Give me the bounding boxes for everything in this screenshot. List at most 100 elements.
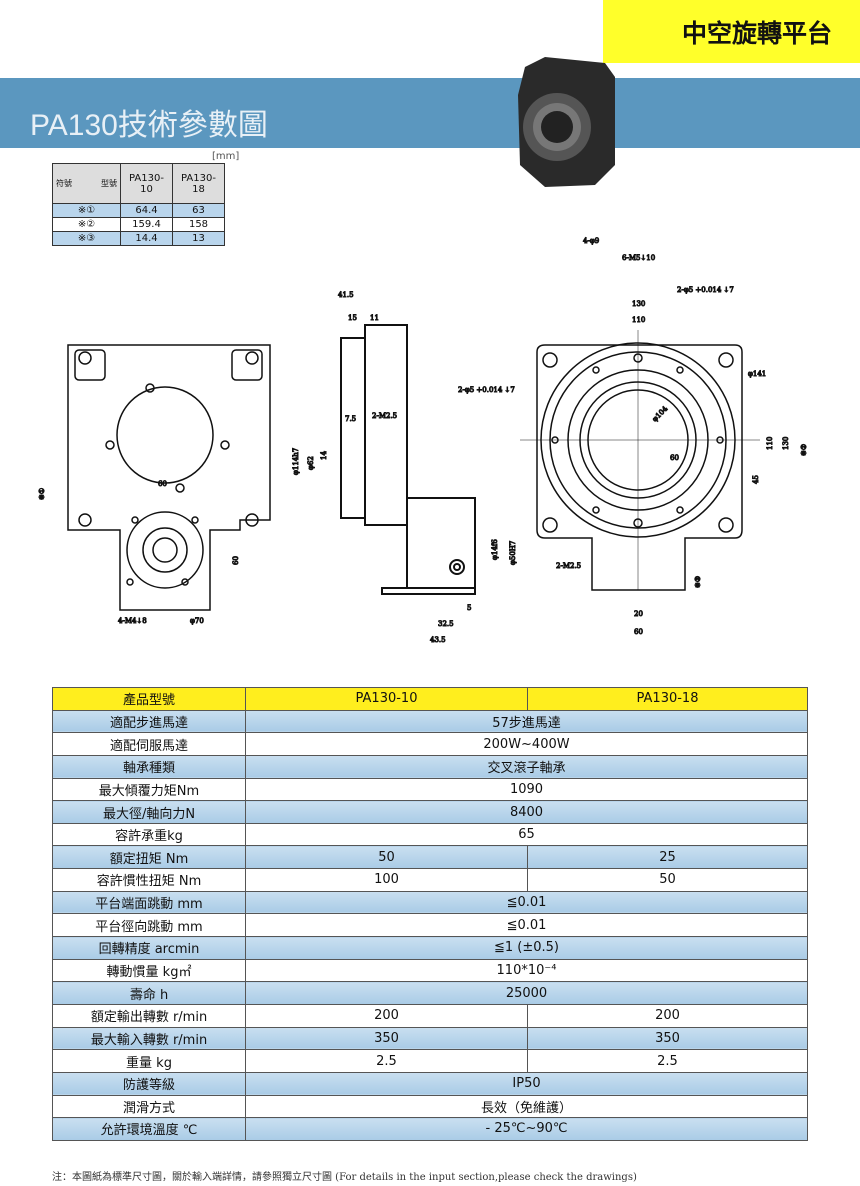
cell: ※① — [52, 203, 121, 218]
col-header: PA130-10 — [120, 163, 173, 204]
header-cell: PA130-10 — [245, 687, 528, 711]
dim-label: 130 — [782, 437, 790, 450]
spec-value: 350 — [245, 1026, 528, 1051]
cell: 13 — [172, 231, 225, 246]
technical-drawings: 60 ※① 60 4-M4↓8 φ70 41.5 15 11 2-M2.5 7.… — [38, 237, 809, 645]
spec-label: 容許慣性扭矩 Nm — [52, 868, 246, 892]
dim-label: φ141 — [748, 370, 766, 378]
spec-value: 200 — [527, 1003, 808, 1028]
dim-label: 15 — [348, 314, 357, 322]
page-title: PA130技術參數圖 — [30, 109, 268, 142]
spec-label: 重量 kg — [52, 1049, 246, 1073]
category-banner: 中空旋轉平台 — [603, 0, 860, 63]
spec-label: 最大徑/軸向力N — [52, 800, 246, 824]
cell: 159.4 — [120, 217, 173, 232]
spec-row: 軸承種類交叉滾子軸承 — [52, 754, 808, 779]
dim-label: 6-M5↓10 — [622, 254, 655, 262]
spec-label: 轉動慣量 kg㎡ — [52, 958, 246, 983]
corner-right: 型號 — [101, 179, 117, 188]
spec-label: 適配步進馬達 — [52, 709, 246, 734]
unit-label: [mm] — [212, 151, 240, 162]
spec-value: 350 — [527, 1026, 808, 1051]
spec-value: ≦0.01 — [245, 913, 808, 938]
dim-label: 60 — [232, 556, 240, 565]
spec-label: 最大輸入轉數 r/min — [52, 1026, 246, 1051]
dim-label: 32.5 — [438, 620, 454, 628]
dim-label: 41.5 — [338, 291, 354, 299]
dim-label: 43.5 — [430, 636, 446, 644]
spec-row: 平台徑向跳動 mm≦0.01 — [52, 913, 808, 938]
dim-label: 60 — [158, 480, 167, 488]
corner-left: 符號 — [56, 179, 72, 188]
spec-row: 潤滑方式長效（免維護） — [52, 1094, 808, 1119]
dim-label: ※② — [800, 444, 808, 456]
spec-label: 平台端面跳動 mm — [52, 890, 246, 915]
dim-label: φ70 — [190, 617, 204, 625]
spec-value: 200W~400W — [245, 732, 808, 756]
spec-label: 壽命 h — [52, 981, 246, 1005]
product-photo — [518, 57, 615, 187]
spec-value: 1090 — [245, 777, 808, 802]
spec-label: 潤滑方式 — [52, 1094, 246, 1119]
dim-label: 11 — [370, 314, 379, 322]
dim-label: ※③ — [694, 576, 702, 588]
cell: 63 — [172, 203, 225, 218]
dim-label: 4-M4↓8 — [118, 617, 147, 625]
cell: 64.4 — [120, 203, 173, 218]
spec-label: 平台徑向跳動 mm — [52, 913, 246, 938]
spec-value: 長效（免維護） — [245, 1094, 808, 1119]
dim-label: ※① — [38, 488, 46, 500]
category-label: 中空旋轉平台 — [681, 18, 832, 48]
dim-label: 14 — [320, 451, 328, 460]
header-cell: 產品型號 — [52, 687, 246, 711]
dim-label: φ50H7 — [509, 541, 517, 565]
spec-value: ≦0.01 — [245, 890, 808, 915]
dim-label: 4-φ9 — [583, 237, 599, 245]
spec-value: 57步進馬達 — [245, 709, 808, 734]
spec-row: 回轉精度 arcmin≦1 (±0.5) — [52, 936, 808, 960]
spec-label: 最大傾覆力矩Nm — [52, 777, 246, 802]
spec-label: 額定輸出轉數 r/min — [52, 1003, 246, 1028]
dim-label: 110 — [632, 316, 645, 324]
spec-value: - 25℃~90℃ — [245, 1117, 808, 1141]
dim-label: 45 — [752, 475, 760, 484]
cell: 14.4 — [120, 231, 173, 246]
dim-label: φ114h7 — [292, 448, 300, 475]
spec-label: 防護等級 — [52, 1071, 246, 1096]
spec-value: ≦1 (±0.5) — [245, 936, 808, 960]
dim-label: φ104 — [651, 404, 670, 423]
spec-value: 交叉滾子軸承 — [245, 754, 808, 779]
dim-label: 2-M2.5 — [372, 412, 397, 420]
spec-label: 容許承重kg — [52, 822, 246, 847]
footnote: 注：本圖紙為標準尺寸圖，關於輸入端詳情，請參照獨立尺寸圖 (For detail… — [52, 1172, 637, 1183]
dim-label: 2-φ5 +0.014 ↓7 — [458, 386, 515, 394]
dim-label: 7.5 — [345, 415, 356, 423]
spec-value: 65 — [245, 822, 808, 847]
spec-value: 25 — [527, 845, 808, 870]
dim-label: 60 — [670, 454, 679, 462]
top-view — [520, 330, 760, 591]
col-header: PA130-18 — [172, 163, 225, 204]
dim-label: 60 — [634, 628, 643, 636]
spec-value: 110*10⁻⁴ — [245, 958, 808, 983]
title-band — [0, 78, 860, 148]
spec-value: 2.5 — [245, 1049, 528, 1073]
dim-label: 2-M2.5 — [556, 562, 581, 570]
spec-label: 額定扭矩 Nm — [52, 845, 246, 870]
